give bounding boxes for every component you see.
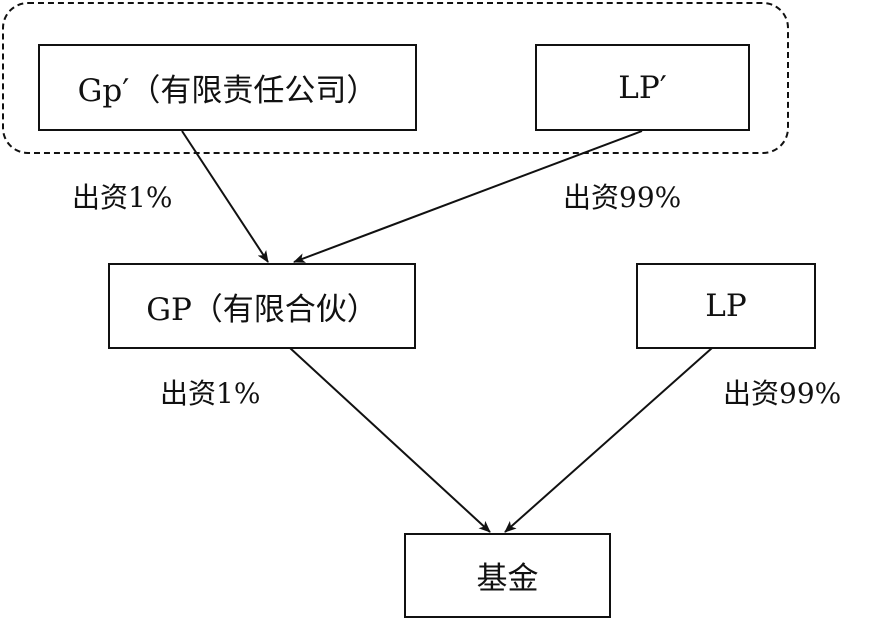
node-fund: 基金 — [404, 533, 611, 618]
arrow-lp-to-fund — [504, 347, 713, 533]
node-gp: GP（有限合伙） — [108, 263, 416, 349]
label-gp-to-fund: 出资1% — [160, 377, 261, 410]
label-lp-to-fund: 出资99% — [723, 377, 842, 410]
label-lp-prime-to-gp: 出资99% — [563, 181, 682, 214]
arrow-gp-prime-to-gp — [181, 130, 269, 263]
arrow-lp-prime-to-gp — [293, 130, 643, 263]
parent-entities-group-outline — [2, 2, 789, 154]
label-gp-prime-to-gp: 出资1% — [72, 181, 173, 214]
arrow-gp-to-fund — [289, 347, 491, 533]
node-lp: LP — [636, 263, 816, 349]
node-gp-prime: Gp′（有限责任公司） — [38, 44, 417, 131]
node-lp-prime: LP′ — [535, 44, 750, 131]
